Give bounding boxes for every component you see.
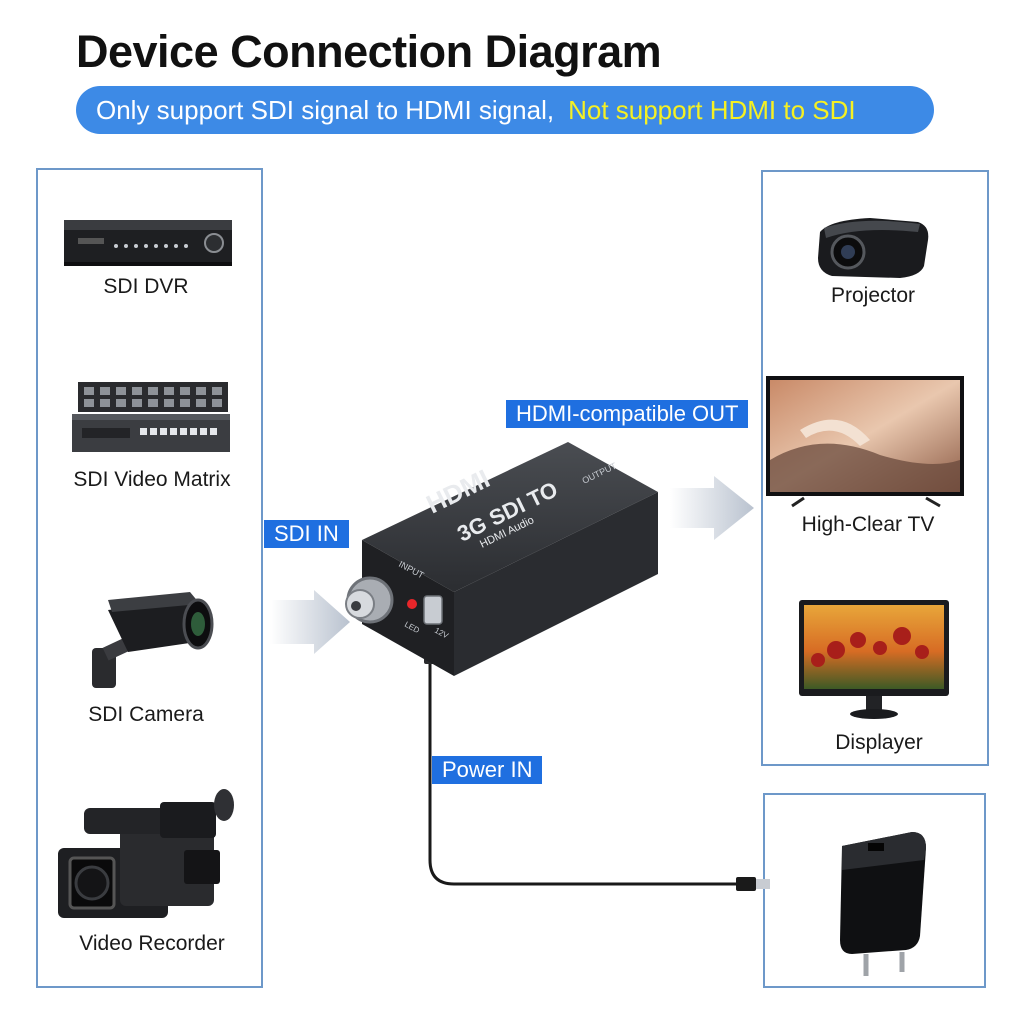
monitor-image: [799, 600, 949, 719]
subtitle-highlight: Not support HDMI to SDI: [568, 94, 856, 125]
label-sdi-video-matrix: SDI Video Matrix: [73, 468, 231, 491]
label-projector: Projector: [830, 284, 916, 307]
power-cable: [428, 660, 740, 886]
power-adapter-panel: [763, 793, 986, 988]
subtitle-banner: Only support SDI signal to HDMI signal, …: [76, 86, 934, 134]
label-displayer: Displayer: [835, 731, 923, 754]
input-arrow: [270, 590, 350, 654]
output-arrow: [670, 476, 754, 540]
matrix-image: [72, 382, 230, 452]
dvr-image: [64, 220, 232, 266]
label-sdi-dvr: SDI DVR: [103, 275, 189, 298]
usb-plug: [736, 877, 770, 891]
page-title: Device Connection Diagram: [76, 26, 662, 77]
tag-hdmi-out: HDMI-compatible OUT: [506, 400, 749, 428]
recorder-image: [58, 789, 234, 918]
tag-sdi-in: SDI IN: [264, 520, 349, 548]
tag-power-in: Power IN: [432, 756, 543, 784]
label-high-clear-tv: High-Clear TV: [801, 513, 935, 536]
camera-image: [92, 592, 214, 688]
converter-box: [345, 442, 658, 676]
tv-image: [766, 376, 964, 508]
label-sdi-camera: SDI Camera: [88, 703, 204, 726]
projector-image: [818, 218, 929, 278]
power-adapter-image: [840, 832, 926, 976]
label-video-recorder: Video Recorder: [79, 932, 225, 955]
subtitle-main: Only support SDI signal to HDMI signal,: [96, 94, 555, 125]
